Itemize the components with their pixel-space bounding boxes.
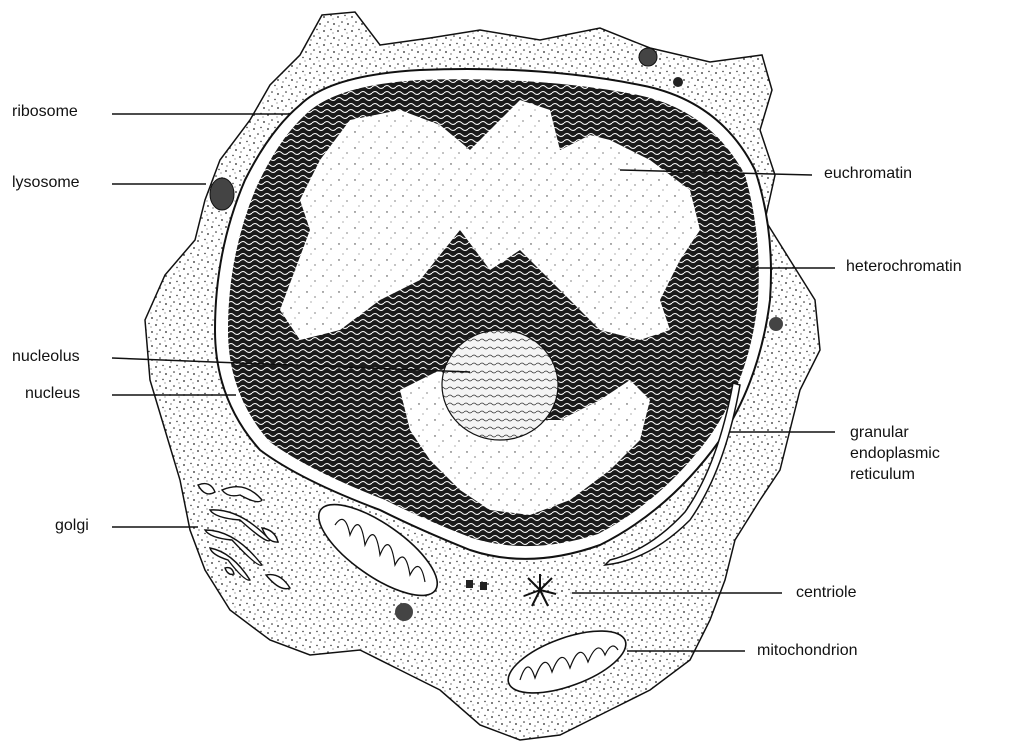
label-euchromatin: euchromatin	[824, 164, 912, 184]
label-nucleus: nucleus	[25, 384, 80, 404]
label-mitochondrion: mitochondrion	[757, 641, 858, 661]
label-granular-er-line1: granular	[850, 422, 940, 443]
label-granular-er-line2: endoplasmic	[850, 443, 940, 464]
vesicle-top	[639, 48, 657, 66]
centriole-pair	[466, 580, 473, 588]
nucleolus-shape	[442, 330, 558, 440]
centriole-pair-2	[480, 582, 487, 590]
label-golgi: golgi	[55, 516, 89, 536]
label-lysosome: lysosome	[12, 173, 80, 193]
label-granular-er: granular endoplasmic reticulum	[850, 422, 940, 485]
label-heterochromatin: heterochromatin	[846, 257, 962, 277]
vesicle-top-small	[673, 77, 683, 87]
lysosome-shape	[210, 178, 234, 210]
label-nucleolus: nucleolus	[12, 347, 80, 367]
label-ribosome: ribosome	[12, 102, 78, 122]
vesicle-bottom	[395, 603, 413, 621]
label-centriole: centriole	[796, 583, 856, 603]
vesicle-right	[769, 317, 783, 331]
label-granular-er-line3: reticulum	[850, 464, 940, 485]
